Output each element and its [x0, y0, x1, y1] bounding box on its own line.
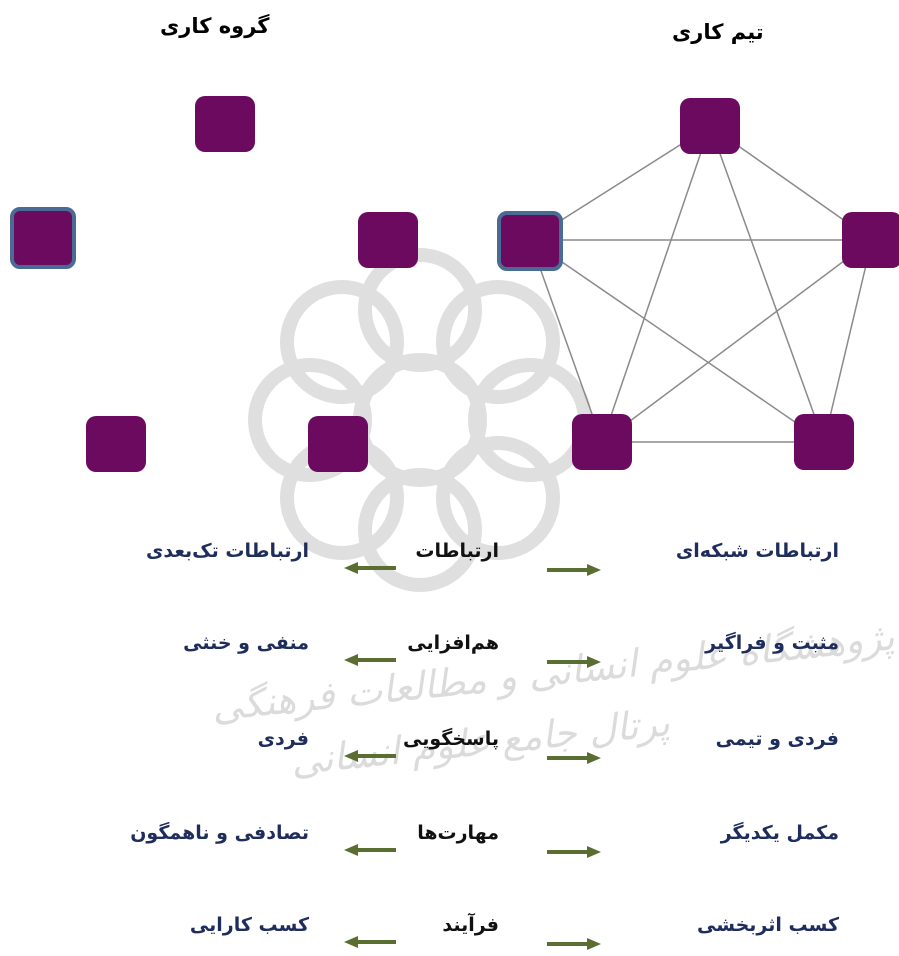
group-attribute-label: تصادفی و ناهمگون	[130, 822, 309, 844]
team-attribute-label: کسب اثربخشی	[697, 914, 839, 936]
team-attribute-label: ارتباطات شبکه‌ای	[675, 540, 839, 562]
team-node-top	[680, 98, 740, 154]
team-attribute-label: مثبت و فراگیر	[705, 632, 839, 654]
group-attribute-label: فردی	[257, 728, 309, 750]
team-node-left	[497, 211, 563, 271]
criterion-label: هم‌افزایی	[407, 632, 499, 654]
team-node-right	[842, 212, 899, 268]
arrow-right-icon	[547, 938, 601, 950]
group-attribute-label: ارتباطات تک‌بعدی	[145, 540, 309, 562]
criterion-label: مهارت‌ها	[417, 822, 499, 844]
group-node-top	[195, 96, 255, 152]
group-attribute-label: کسب کارایی	[189, 914, 309, 936]
team-attribute-label: مکمل یکدیگر	[720, 822, 839, 844]
criterion-label: ارتباطات	[415, 540, 499, 562]
group-node-bottom-left	[86, 416, 146, 472]
team-node-bottom-right	[794, 414, 854, 470]
arrow-left-icon	[344, 750, 396, 762]
group-node-bottom-right	[308, 416, 368, 472]
arrow-right-icon	[547, 656, 601, 668]
arrow-right-icon	[547, 564, 601, 576]
team-attribute-label: فردی و تیمی	[715, 728, 839, 750]
group-attribute-label: منفی و خنثی	[183, 632, 309, 654]
arrow-right-icon	[547, 846, 601, 858]
team-node-bottom-left	[572, 414, 632, 470]
team-title: تیم کاری	[672, 20, 764, 44]
criterion-label: فرآیند	[442, 914, 499, 936]
arrow-left-icon	[344, 844, 396, 856]
arrow-left-icon	[344, 936, 396, 948]
arrow-left-icon	[344, 562, 396, 574]
arrow-left-icon	[344, 654, 396, 666]
criterion-label: پاسخگویی	[403, 728, 499, 750]
arrow-right-icon	[547, 752, 601, 764]
group-title: گروه کاری	[160, 14, 270, 38]
group-node-right	[358, 212, 418, 268]
group-node-left	[10, 207, 76, 269]
